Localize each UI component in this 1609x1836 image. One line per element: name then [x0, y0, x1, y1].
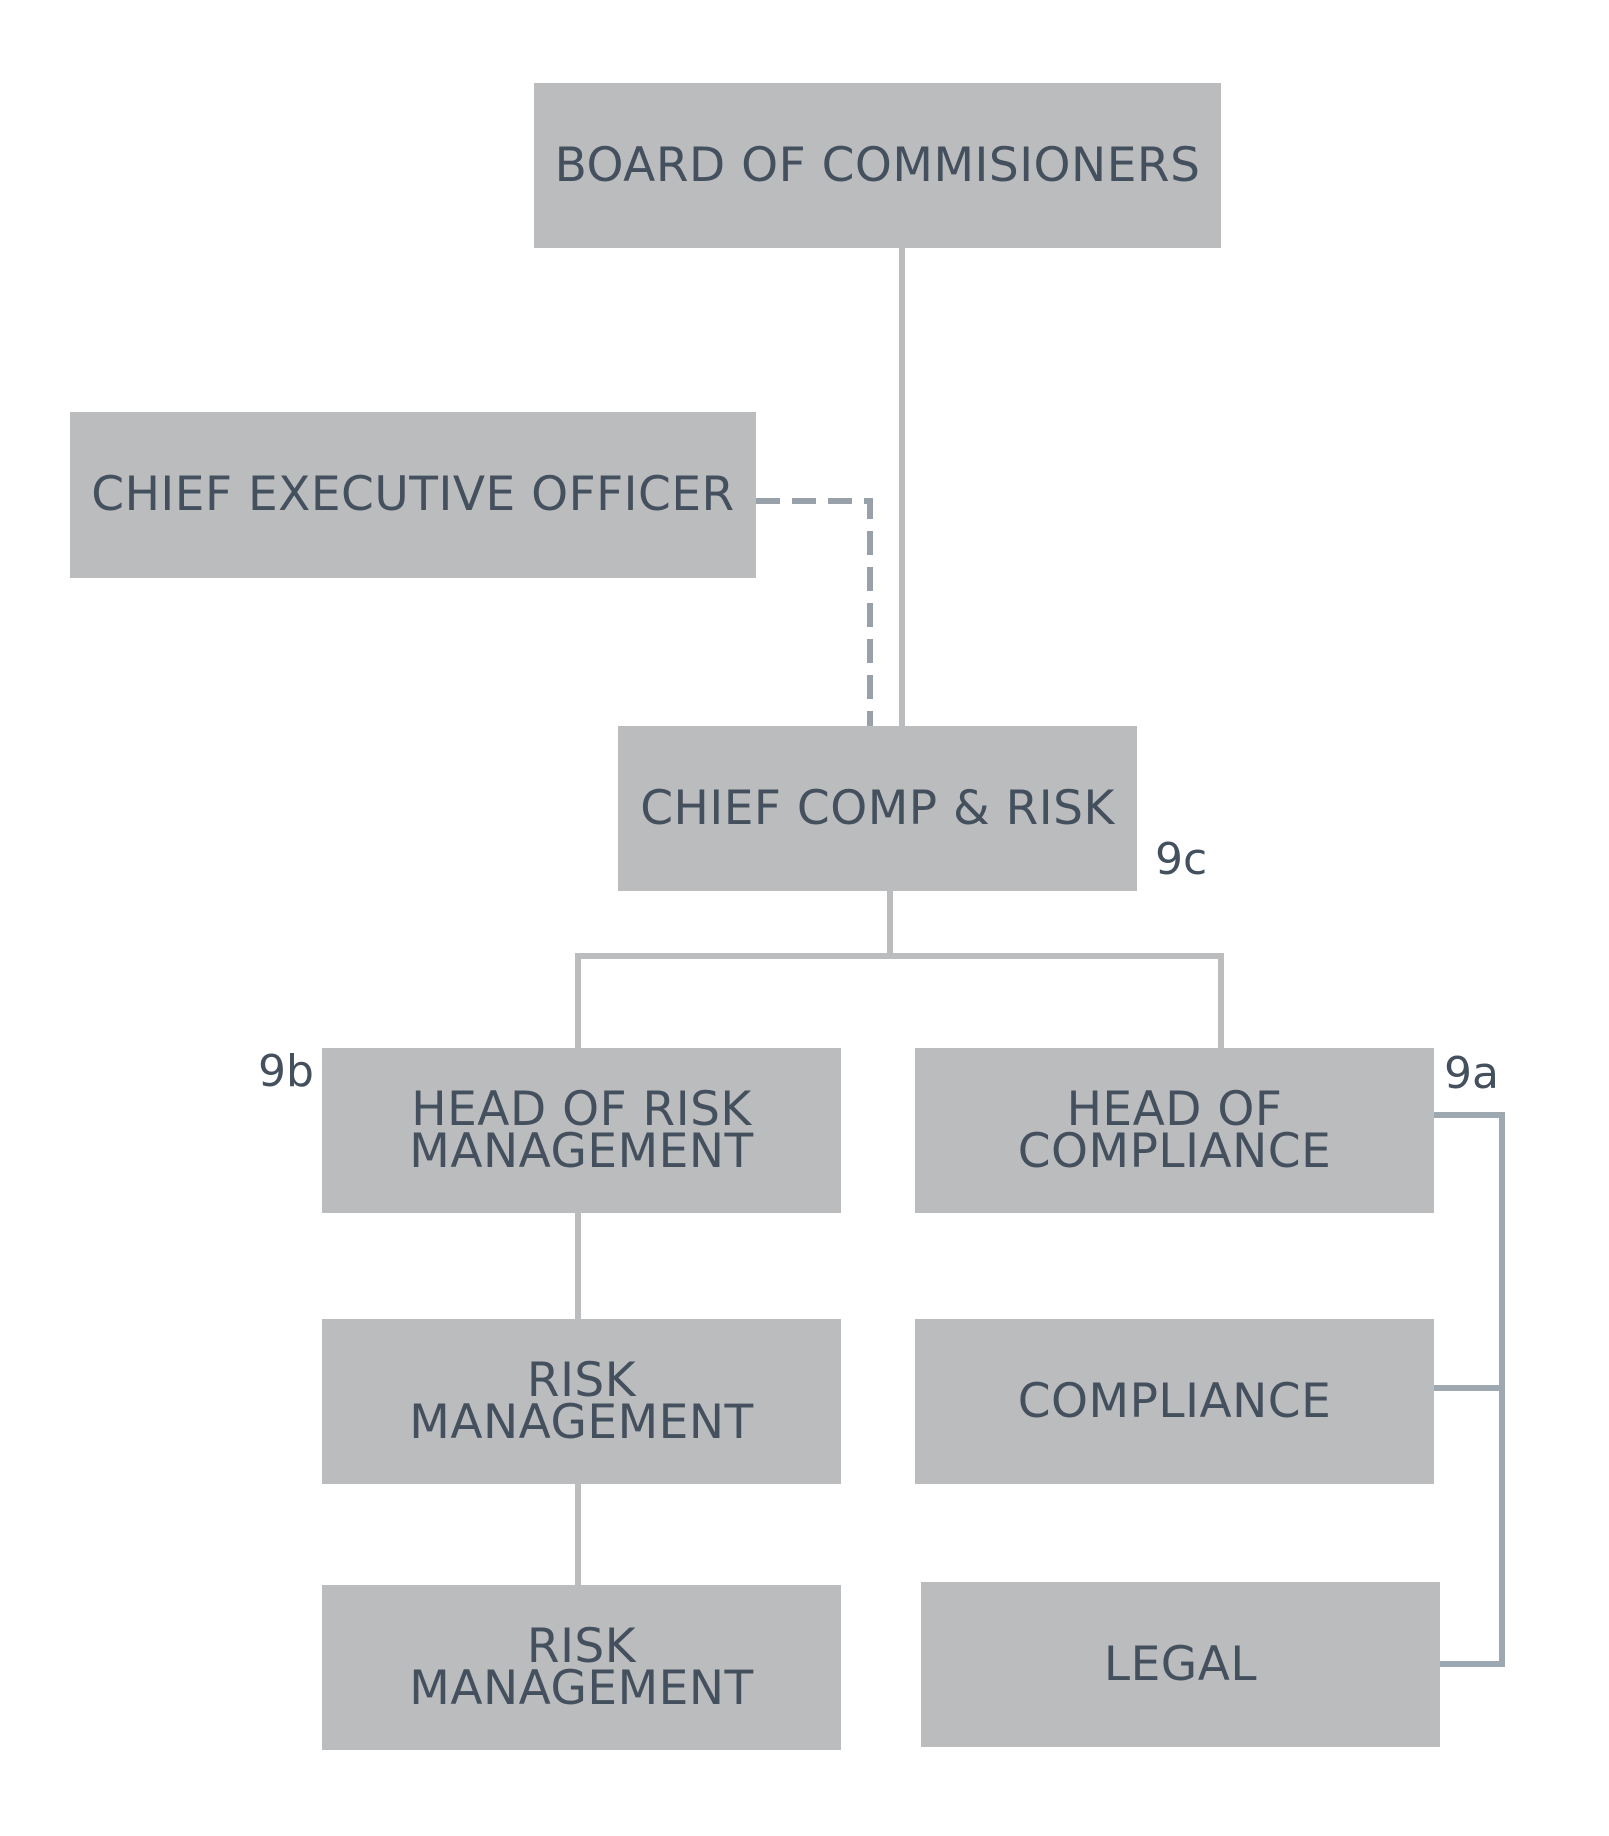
box-label-line: MANAGEMENT	[409, 1660, 754, 1716]
chief-comp-risk-box: CHIEF COMP & RISK	[618, 726, 1137, 891]
box-label-line: HEAD OF RISK	[411, 1082, 752, 1138]
box-label-line: LEGAL	[1103, 1636, 1258, 1692]
box-label-line: CHIEF COMP & RISK	[640, 780, 1115, 836]
box-label-line: RISK	[526, 1619, 637, 1675]
solid-connectors	[575, 248, 1224, 1585]
box-label-line: COMPLIANCE	[1017, 1123, 1332, 1179]
box-label-line: HEAD OF	[1066, 1082, 1283, 1138]
box-label-line: COMPLIANCE	[1017, 1373, 1332, 1429]
box-label-line: BOARD OF COMMISIONERS	[554, 137, 1201, 193]
box-label-line: RISK	[526, 1353, 637, 1409]
branch-bar-line	[575, 953, 1224, 1048]
chief-comp-risk-tag: 9c	[1155, 834, 1208, 885]
compliance-bracket	[1434, 1112, 1505, 1667]
ceo-dotted-reporting-line	[756, 498, 873, 726]
compliance-box: COMPLIANCE	[915, 1319, 1434, 1484]
box-label-line: CHIEF EXECUTIVE OFFICER	[91, 467, 735, 523]
legal-box: LEGAL	[921, 1582, 1440, 1747]
head-of-compliance-tag: 9a	[1444, 1048, 1499, 1099]
box-label-line: MANAGEMENT	[409, 1123, 754, 1179]
chief-executive-officer-box: CHIEF EXECUTIVE OFFICER	[70, 412, 756, 578]
box-label-line: MANAGEMENT	[409, 1394, 754, 1450]
head-of-risk-management-tag: 9b	[258, 1046, 314, 1097]
board-of-commissioners-box: BOARD OF COMMISIONERS	[534, 83, 1221, 248]
